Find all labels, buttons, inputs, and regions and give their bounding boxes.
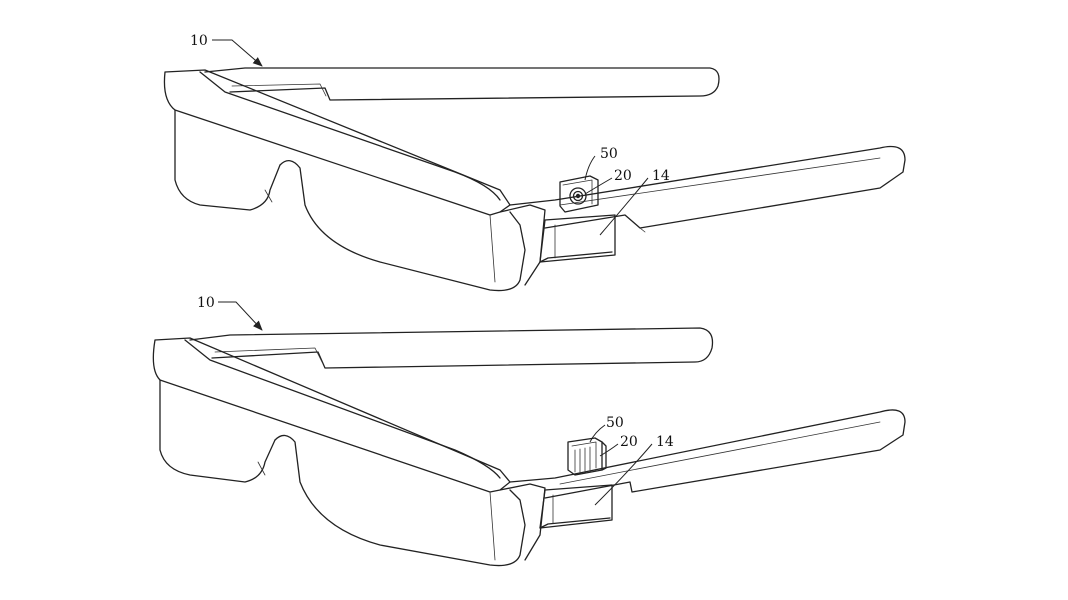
callouts-top: 10 50 20 14: [190, 33, 670, 236]
module-block-bottom: [539, 484, 613, 529]
leader-10-top: [212, 39, 263, 67]
label-14-bottom: 14: [656, 434, 674, 450]
leader-14-top: [599, 177, 649, 236]
module-block: [539, 214, 616, 263]
far-temple-arm-bottom: [189, 327, 714, 369]
camera-housing: [559, 175, 599, 213]
front-frame: [163, 69, 546, 292]
label-50-bottom: 50: [606, 415, 624, 431]
leader-14-bottom: [594, 443, 653, 506]
leader-20-top: [584, 177, 613, 195]
far-temple-arm: [204, 67, 720, 101]
near-temple-arm-bottom: [509, 409, 906, 499]
leader-10-bottom: [218, 301, 263, 331]
glasses-view-top: 10 50 20 14: [163, 33, 906, 292]
front-frame-bottom: [152, 337, 546, 567]
label-50-top: 50: [600, 146, 618, 162]
label-14-top: 14: [652, 168, 670, 184]
leader-50-bottom: [589, 424, 606, 443]
callouts-bottom: 10 50 20 14: [197, 295, 674, 506]
camera-cover-raised: [567, 437, 607, 476]
label-10-bottom: 10: [197, 295, 215, 311]
label-20-top: 20: [614, 168, 632, 184]
leader-20-bottom: [599, 443, 619, 457]
label-20-bottom: 20: [620, 434, 638, 450]
glasses-view-bottom: 10 50 20 14: [152, 295, 906, 567]
near-temple-arm: [509, 145, 906, 233]
leader-50-top: [584, 155, 596, 181]
label-10-top: 10: [190, 33, 208, 49]
